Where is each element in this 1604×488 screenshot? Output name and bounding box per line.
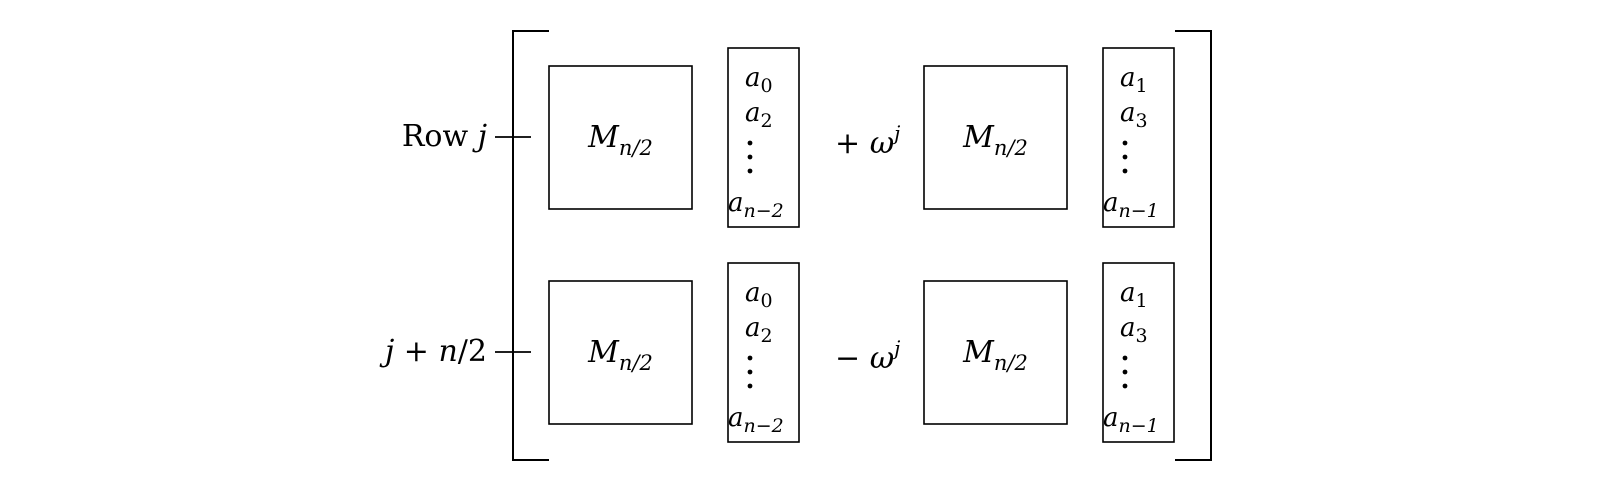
odd-top-last: an−1 [1103,188,1159,222]
odd-bottom-last: an−1 [1103,403,1159,437]
minus-omega-j: − ωj [835,336,900,376]
odd-vector-bottom [1102,262,1175,443]
even-bottom-vdots [747,355,753,389]
even-bottom-first: a0 [745,278,773,312]
right-bracket [1175,30,1212,461]
matrix-label-top-right: Mn/2 [962,120,1028,160]
odd-top-second: a3 [1120,98,1148,132]
matrix-block-bottom-left [548,280,693,425]
plus-omega-j: + ωj [835,121,900,161]
even-vector-top [727,47,800,228]
odd-bottom-vdots [1122,355,1128,389]
even-bottom-last: an−2 [728,403,784,437]
row-half-label: j + n/2 [379,334,487,369]
matrix-label-bottom-right: Mn/2 [962,335,1028,375]
odd-top-first: a1 [1120,63,1148,97]
even-bottom-second: a2 [745,313,773,347]
even-vector-bottom [727,262,800,443]
odd-bottom-first: a1 [1120,278,1148,312]
row-j-label: Row j [402,119,487,154]
even-top-last: an−2 [728,188,784,222]
matrix-label-bottom-left: Mn/2 [587,335,653,375]
matrix-label-top-left: Mn/2 [587,120,653,160]
even-top-first: a0 [745,63,773,97]
odd-bottom-second: a3 [1120,313,1148,347]
matrix-block-bottom-right [923,280,1068,425]
odd-vector-top [1102,47,1175,228]
matrix-block-top-right [923,65,1068,210]
matrix-block-top-left [548,65,693,210]
odd-top-vdots [1122,140,1128,174]
even-top-vdots [747,140,753,174]
even-top-second: a2 [745,98,773,132]
left-bracket [512,30,549,461]
